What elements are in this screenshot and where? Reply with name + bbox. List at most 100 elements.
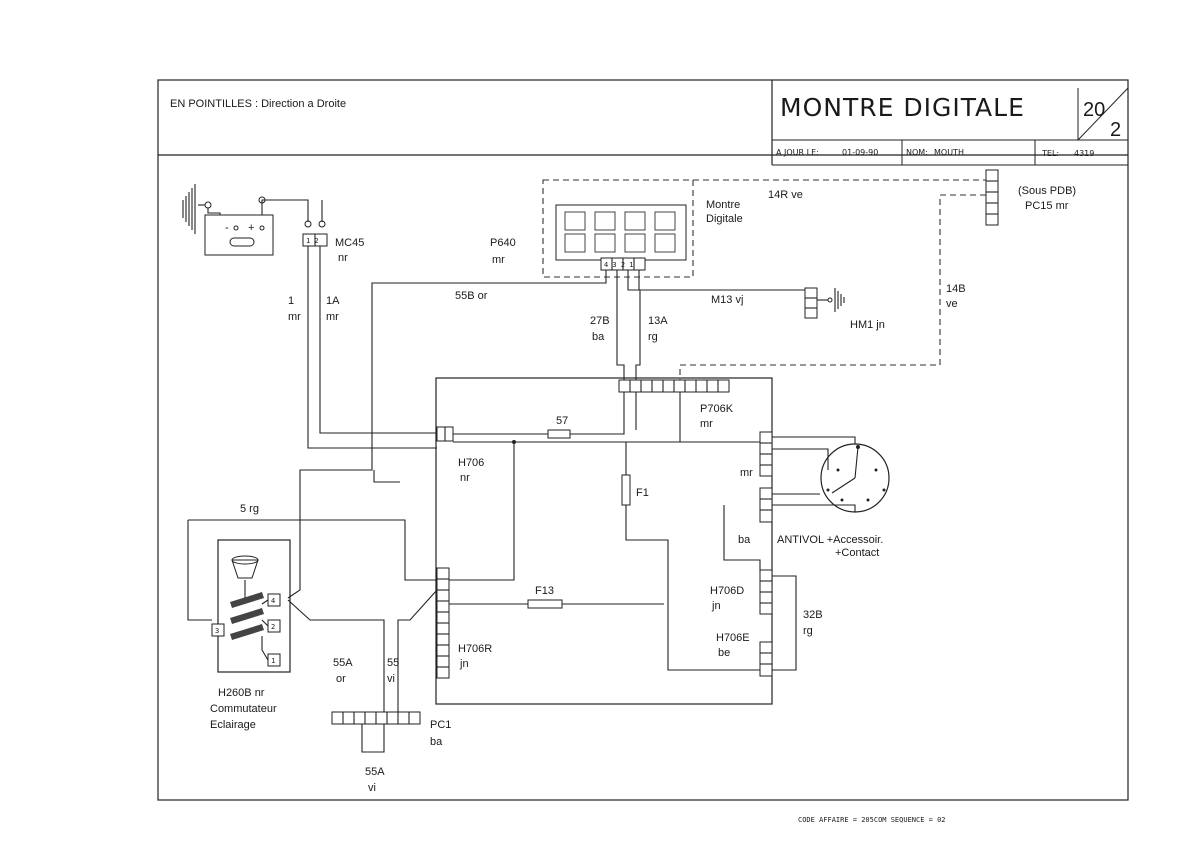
name-label: NOM:: [906, 148, 928, 157]
wire-55b-label: 55B or: [455, 290, 488, 302]
antivol-label: ANTIVOL +Accessoir.: [777, 534, 883, 546]
wire-1-color: mr: [288, 311, 301, 323]
wire-32b-color: rg: [803, 625, 813, 637]
fuse-57: [547, 429, 571, 439]
wire-55a-color: or: [336, 673, 346, 685]
montre-label-2: Digitale: [706, 213, 743, 225]
sheet-frame: [157, 79, 1129, 801]
wire-5rg: [188, 519, 437, 581]
pc1-color: ba: [430, 736, 443, 748]
wire-55-label: 55: [387, 657, 399, 669]
h706-color: nr: [460, 472, 470, 484]
p640-label: P640: [490, 237, 516, 249]
svg-text:3: 3: [215, 627, 219, 635]
svg-text:nr: nr: [338, 252, 348, 264]
svg-text:4 3 2 1: 4 3 2 1: [604, 261, 634, 269]
connector-h706e: [759, 641, 773, 677]
tel-label: TEL:: [1041, 149, 1059, 158]
wire-55-color: vi: [387, 673, 395, 685]
hm1-label: HM1 jn: [850, 319, 885, 331]
eclairage-label: Eclairage: [210, 719, 256, 731]
wire-1-label: 1: [288, 295, 294, 307]
wire-13a-color: rg: [648, 331, 658, 343]
wire-32b: [772, 575, 797, 671]
pc15-label: PC15 mr: [1025, 200, 1069, 212]
wire-27b: [616, 270, 625, 380]
montre-label-1: Montre: [706, 199, 740, 211]
h706e-label: H706E: [716, 632, 750, 644]
svg-text:4: 4: [271, 597, 275, 605]
header-note: EN POINTILLES : Direction a Droite: [170, 98, 346, 110]
svg-text:-: -: [225, 222, 229, 234]
page-number-top: 20: [1083, 99, 1105, 121]
p706k-label: P706K: [700, 403, 734, 415]
fuse-57-label: 57: [556, 415, 568, 427]
fuse-f13: [527, 599, 563, 609]
connector-hm1: [804, 287, 845, 319]
h260b-label: H260B nr: [218, 687, 265, 699]
wire-27b-color: ba: [592, 331, 605, 343]
light-switch-h260b: 3 4 2 1: [211, 539, 291, 673]
update-label: A JOUR LE:: [776, 148, 819, 157]
connector-p706k: [618, 379, 730, 393]
wire-1: [307, 246, 437, 449]
h706r-label: H706R: [458, 643, 492, 655]
svg-text:2: 2: [271, 623, 275, 631]
wire-13a: [627, 270, 641, 380]
ba-label: ba: [738, 534, 751, 546]
connector-antivol: [759, 487, 773, 523]
wire-55a-bottom: [361, 724, 385, 753]
svg-text:+: +: [248, 222, 254, 234]
wire-1a: [319, 246, 437, 434]
wire-55a: [287, 599, 385, 712]
commutateur-label: Commutateur: [210, 703, 277, 715]
tel-value: 4319: [1074, 149, 1094, 158]
wire-14b-color: ve: [946, 298, 958, 310]
connector-mr: [759, 431, 773, 477]
battery: - +: [182, 184, 326, 256]
h706r-color: jn: [459, 658, 469, 670]
sous-pdb-label: (Sous PDB): [1018, 185, 1076, 197]
footer-code: CODE AFFAIRE = 205COM SEQUENCE = 02: [798, 816, 946, 824]
h706e-color: be: [718, 647, 730, 659]
svg-text:MC45: MC45: [335, 237, 364, 249]
update-date: 01-09-90: [842, 148, 878, 157]
wire-27b-label: 27B: [590, 315, 610, 327]
antivol-switch: [772, 436, 890, 513]
mr-label: mr: [740, 467, 753, 479]
p640-color: mr: [492, 254, 505, 266]
name-value: MOUTH: [934, 148, 964, 157]
pc1-label: PC1: [430, 719, 451, 731]
fuse-f1: [621, 474, 631, 506]
h706d-label: H706D: [710, 585, 744, 597]
connector-pc1: [331, 711, 421, 725]
h706-label: H706: [458, 457, 484, 469]
wire-55a-label: 55A: [333, 657, 353, 669]
connector-mc45: 1 2 MC45 nr: [302, 233, 364, 264]
wire-1a-label: 1A: [326, 295, 340, 307]
fuse-f13-label: F13: [535, 585, 554, 597]
p706k-color: mr: [700, 418, 713, 430]
wire-m13-label: M13 vj: [711, 294, 743, 306]
connector-h706r: [436, 567, 450, 679]
wire-55b: [287, 270, 607, 599]
wire-14b-label: 14B: [946, 283, 966, 295]
h706d-color: jn: [711, 600, 721, 612]
digital-display: [555, 204, 687, 261]
wire-5rg-label: 5 rg: [240, 503, 259, 515]
page-number-bottom: 2: [1110, 119, 1121, 141]
svg-text:1: 1: [271, 657, 275, 665]
page-title: MONTRE DIGITALE: [780, 93, 1025, 122]
wire-14r-label: 14R ve: [768, 189, 803, 201]
fuse-f1-label: F1: [636, 487, 649, 499]
wire-14b: [679, 194, 986, 380]
contact-label: +Contact: [835, 547, 879, 559]
connector-h706: [436, 426, 454, 442]
connector-h706d: [759, 569, 773, 615]
connector-pc15: [985, 169, 999, 226]
wire-m13: [638, 270, 805, 291]
wire-55a-bottom-label: 55A: [365, 766, 385, 778]
svg-text:1 2: 1 2: [306, 237, 319, 245]
wire-55a-bottom-color: vi: [368, 782, 376, 794]
